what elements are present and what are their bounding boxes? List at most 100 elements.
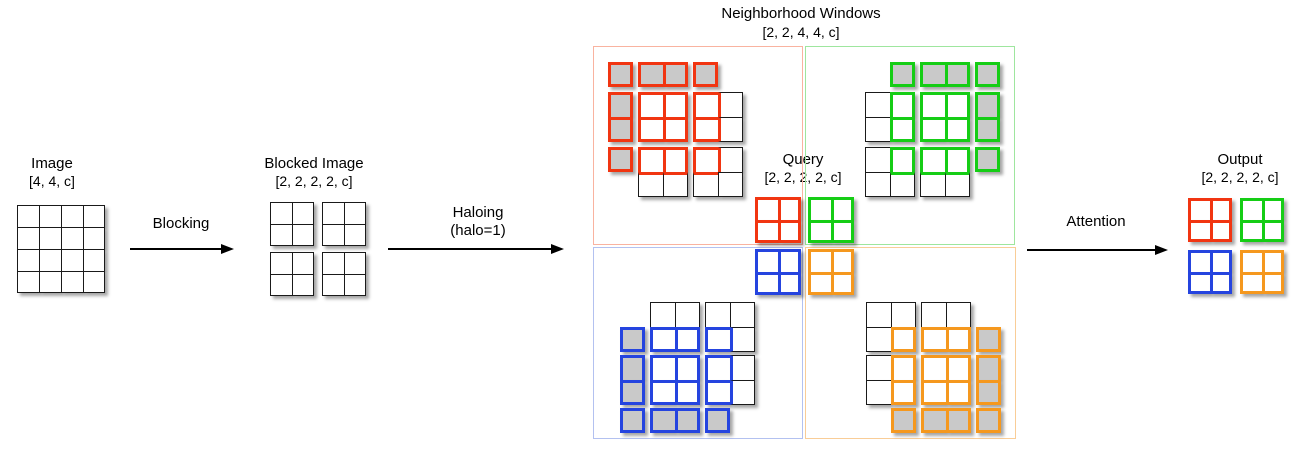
green-left-neighbor-cell <box>865 117 890 142</box>
orange-block-cell <box>946 380 971 405</box>
query-grid-green-cell <box>808 220 831 243</box>
query-grid-orange <box>808 249 854 295</box>
output-grid-green-cell <box>1262 220 1284 242</box>
green-halo-top-cell <box>920 62 945 87</box>
blue-halo-left-cell <box>620 380 645 405</box>
query-grid-green <box>808 197 854 243</box>
output-grid-blue-cell <box>1188 272 1210 294</box>
blue-top-neighbor-cell <box>650 302 675 327</box>
green-halo-corner-tl-cell <box>890 62 915 87</box>
blocked-image-title: Blocked Image <box>264 155 364 172</box>
red-bottom-neighbor-cell <box>663 172 688 197</box>
red-right-neighbor-cell <box>693 117 718 142</box>
blue-halo-bottom <box>650 408 700 433</box>
orange-left-neighbor-cell <box>866 380 891 405</box>
blue-halo-bottom-cell <box>675 408 700 433</box>
orange-top-neighbor-cell <box>946 327 971 352</box>
blocked-block-br-cell <box>322 274 344 296</box>
output-grid-orange-cell <box>1240 250 1262 272</box>
orange-diagonal-neighbor <box>866 302 916 352</box>
query-grid-orange-cell <box>831 272 854 295</box>
query-grid-red-cell <box>778 197 801 220</box>
output-grid-red-cell <box>1210 198 1232 220</box>
blue-diagonal-neighbor-cell <box>705 302 730 327</box>
blocked-block-br-cell <box>322 252 344 274</box>
query-grid-orange-cell <box>808 272 831 295</box>
output-grid-orange <box>1240 250 1284 294</box>
image-grid-cell <box>17 271 39 293</box>
blue-right-neighbor <box>705 355 755 405</box>
query-grid-red-cell <box>778 220 801 243</box>
output-grid-blue-cell <box>1188 250 1210 272</box>
blocked-block-tl <box>270 202 314 246</box>
red-bottom-neighbor-cell <box>638 147 663 172</box>
red-halo-top-cell <box>663 62 688 87</box>
blue-diagonal-neighbor <box>705 302 755 352</box>
orange-top-neighbor-cell <box>921 327 946 352</box>
neighborhood-windows-title: Neighborhood Windows <box>721 5 881 22</box>
haloing-arrow-line <box>388 248 552 250</box>
blue-halo-corner-tl <box>620 327 645 352</box>
blocked-block-tl-cell <box>292 224 314 246</box>
query-grid-orange-cell <box>808 249 831 272</box>
orange-halo-corner-br-cell <box>976 408 1001 433</box>
haloing-arrow-label-line2: (halo=1) <box>450 222 506 239</box>
attention-arrow-head <box>1155 245 1168 255</box>
orange-halo-corner-tr-cell <box>976 327 1001 352</box>
output-grid-green <box>1240 198 1284 242</box>
green-block-cell <box>945 117 970 142</box>
blocking-arrow-head <box>221 244 234 254</box>
blocked-block-tr-cell <box>344 202 366 224</box>
green-halo-corner-tl <box>890 62 915 87</box>
query-grid-red <box>755 197 801 243</box>
blue-halo-bottom-cell <box>650 408 675 433</box>
query-grid-green-cell <box>808 197 831 220</box>
green-bottom-neighbor-cell <box>945 147 970 172</box>
green-left-neighbor-cell <box>890 117 915 142</box>
query-grid-blue-cell <box>755 249 778 272</box>
red-right-neighbor-cell <box>693 92 718 117</box>
blocked-block-bl-cell <box>270 252 292 274</box>
orange-halo-bottom <box>921 408 971 433</box>
green-block <box>920 92 970 142</box>
output-grid-orange-cell <box>1262 272 1284 294</box>
green-diagonal-neighbor-cell <box>865 147 890 172</box>
query-grid-blue-cell <box>755 272 778 295</box>
green-halo-corner-tr-cell <box>975 62 1000 87</box>
red-right-neighbor-cell <box>718 117 743 142</box>
orange-halo-right-cell <box>976 380 1001 405</box>
output-title: Output <box>1217 151 1263 168</box>
output-grid-orange-cell <box>1240 272 1262 294</box>
blocked-block-tl-cell <box>292 202 314 224</box>
orange-diagonal-neighbor-cell <box>891 327 916 352</box>
query-grid-orange-cell <box>831 249 854 272</box>
orange-left-neighbor-cell <box>866 355 891 380</box>
blocked-block-br-cell <box>344 274 366 296</box>
output-grid-green-cell <box>1262 198 1284 220</box>
output-grid-green-cell <box>1240 198 1262 220</box>
query-dims: [2, 2, 2, 2, c] <box>764 169 842 185</box>
image-grid-cell <box>61 249 83 271</box>
blue-halo-corner-br <box>705 408 730 433</box>
green-halo-right-cell <box>975 92 1000 117</box>
image-dims: [4, 4, c] <box>29 173 75 189</box>
red-block-cell <box>663 117 688 142</box>
green-diagonal-neighbor-cell <box>890 147 915 172</box>
orange-halo-corner-bl-cell <box>891 408 916 433</box>
red-halo-corner-tl-cell <box>608 62 633 87</box>
green-bottom-neighbor-cell <box>945 172 970 197</box>
red-block <box>638 92 688 142</box>
red-halo-corner-bl-cell <box>608 147 633 172</box>
green-diagonal-neighbor <box>865 147 915 197</box>
green-block-cell <box>945 92 970 117</box>
output-grid-blue-cell <box>1210 250 1232 272</box>
green-block-cell <box>920 92 945 117</box>
output-grid-red-cell <box>1210 220 1232 242</box>
red-halo-corner-tr <box>693 62 718 87</box>
orange-halo-right <box>976 355 1001 405</box>
blue-halo-corner-bl-cell <box>620 408 645 433</box>
red-right-neighbor-cell <box>718 92 743 117</box>
query-grid-blue-cell <box>778 249 801 272</box>
orange-block-cell <box>921 380 946 405</box>
green-halo-corner-tr <box>975 62 1000 87</box>
